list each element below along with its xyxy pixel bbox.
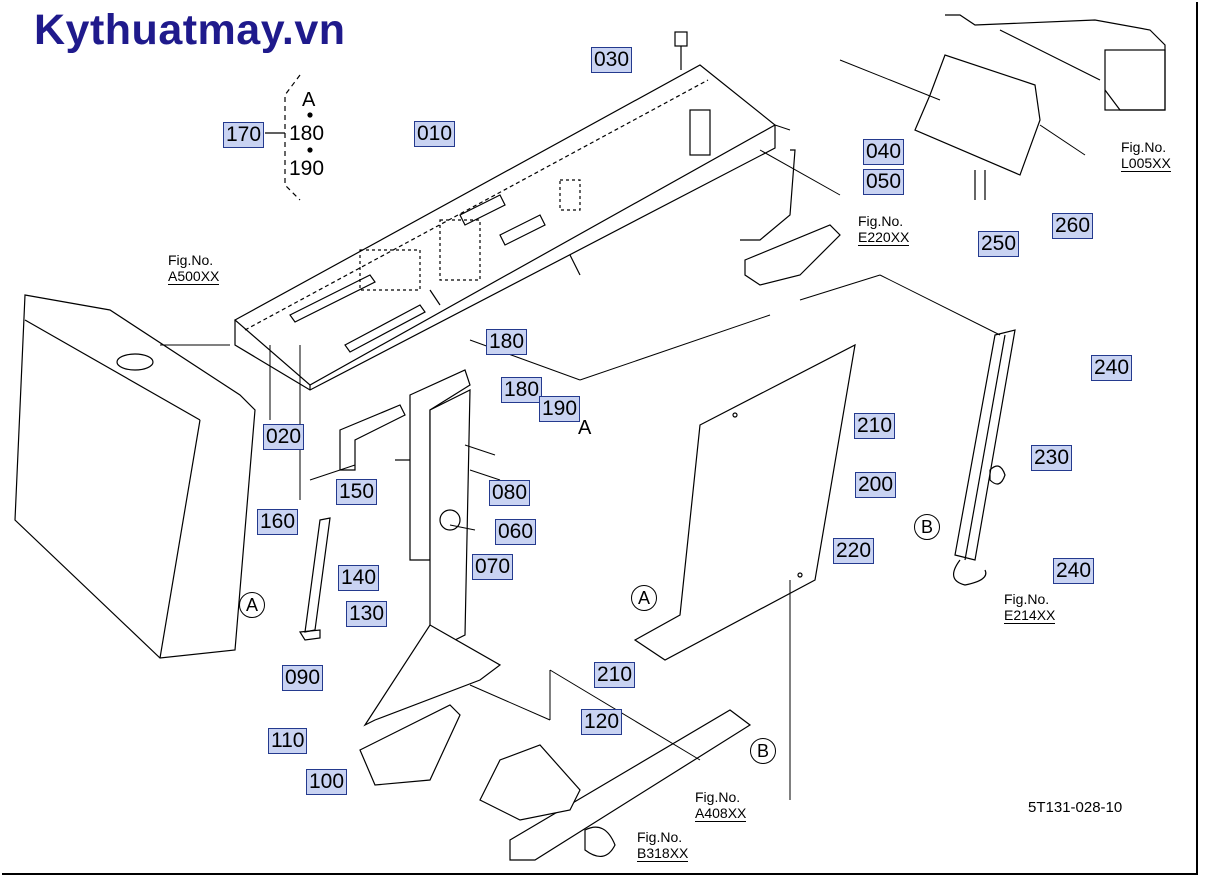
diagram-frame bbox=[2, 2, 1198, 875]
connector-a-panel: A bbox=[631, 585, 657, 611]
lever-assembly bbox=[740, 149, 841, 286]
part-callout-100[interactable]: 100 bbox=[306, 769, 348, 795]
cover-panel-200 bbox=[633, 343, 856, 661]
part-callout-090[interactable]: 090 bbox=[282, 665, 324, 691]
left-console bbox=[14, 294, 256, 659]
part-callout-250[interactable]: 250 bbox=[978, 231, 1020, 257]
site-watermark: Kythuatmay.vn bbox=[34, 6, 346, 54]
group-mark-a: A bbox=[302, 89, 316, 111]
part-callout-190[interactable]: 190 bbox=[539, 396, 581, 422]
part-callout-130[interactable]: 130 bbox=[346, 601, 388, 627]
upright-frame bbox=[298, 369, 502, 727]
part-callout-210-upper[interactable]: 210 bbox=[854, 413, 896, 439]
connector-b-frame: B bbox=[750, 738, 776, 764]
part-callout-180-lower[interactable]: 180 bbox=[501, 377, 543, 403]
part-callout-230[interactable]: 230 bbox=[1031, 445, 1073, 471]
fig-ref-e214-code: E214XX bbox=[1004, 607, 1056, 624]
part-callout-120[interactable]: 120 bbox=[581, 709, 623, 735]
fig-ref-e220-prefix: Fig.No. bbox=[858, 213, 904, 229]
fig-ref-a408[interactable]: Fig.No. A408XX bbox=[695, 789, 747, 822]
part-callout-210-lower[interactable]: 210 bbox=[594, 662, 636, 688]
lower-frame bbox=[479, 709, 752, 861]
bracket-250 bbox=[914, 54, 1041, 200]
part-callout-180-upper[interactable]: 180 bbox=[486, 329, 528, 355]
part-callout-110[interactable]: 110 bbox=[268, 728, 308, 754]
fig-ref-b318-prefix: Fig.No. bbox=[637, 829, 683, 845]
part-callout-150[interactable]: 150 bbox=[336, 479, 378, 505]
connector-a-console: A bbox=[239, 592, 265, 618]
fig-ref-a408-code: A408XX bbox=[695, 805, 747, 822]
drawing-id: 5T131-028-10 bbox=[1028, 799, 1123, 816]
part-callout-240-lower[interactable]: 240 bbox=[1053, 558, 1095, 584]
fig-ref-l005-prefix: Fig.No. bbox=[1121, 139, 1167, 155]
connector-a-switch: A bbox=[578, 417, 592, 439]
fig-ref-a500[interactable]: Fig.No. A500XX bbox=[168, 252, 220, 285]
fig-ref-e214-prefix: Fig.No. bbox=[1004, 591, 1050, 607]
fig-ref-e220-code: E220XX bbox=[858, 229, 910, 246]
part-callout-030[interactable]: 030 bbox=[591, 47, 633, 73]
connector-b-rail: B bbox=[914, 514, 940, 540]
group-mark-180: 180 bbox=[289, 122, 325, 145]
part-callout-140[interactable]: 140 bbox=[338, 565, 380, 591]
group-mark-190: 190 bbox=[289, 157, 325, 180]
fig-ref-e220[interactable]: Fig.No. E220XX bbox=[858, 213, 910, 246]
part-callout-200[interactable]: 200 bbox=[855, 472, 897, 498]
part-callout-050[interactable]: 050 bbox=[863, 169, 905, 195]
part-callout-240-upper[interactable]: 240 bbox=[1091, 355, 1133, 381]
fig-ref-l005-code: L005XX bbox=[1121, 155, 1171, 172]
group-bracket-170 bbox=[284, 74, 301, 201]
fig-ref-l005[interactable]: Fig.No. L005XX bbox=[1121, 139, 1171, 172]
fig-ref-b318-code: B318XX bbox=[637, 845, 689, 862]
fig-ref-e214[interactable]: Fig.No. E214XX bbox=[1004, 591, 1056, 624]
rail-230 bbox=[953, 329, 1016, 586]
part-callout-160[interactable]: 160 bbox=[257, 509, 299, 535]
bolt-030 bbox=[674, 31, 688, 70]
part-callout-260[interactable]: 260 bbox=[1052, 213, 1094, 239]
part-callout-080[interactable]: 080 bbox=[489, 480, 531, 506]
fig-ref-a408-prefix: Fig.No. bbox=[695, 789, 741, 805]
part-callout-040[interactable]: 040 bbox=[863, 139, 905, 165]
part-callout-060[interactable]: 060 bbox=[495, 519, 537, 545]
fig-ref-b318[interactable]: Fig.No. B318XX bbox=[637, 829, 689, 862]
part-callout-020[interactable]: 020 bbox=[263, 424, 305, 450]
plate-100 bbox=[359, 704, 461, 786]
part-callout-170[interactable]: 170 bbox=[223, 122, 265, 148]
part-callout-010[interactable]: 010 bbox=[414, 121, 456, 147]
part-callout-220[interactable]: 220 bbox=[833, 538, 875, 564]
fig-ref-a500-prefix: Fig.No. bbox=[168, 252, 214, 268]
fig-ref-a500-code: A500XX bbox=[168, 268, 220, 285]
part-callout-070[interactable]: 070 bbox=[472, 554, 514, 580]
upper-assembly bbox=[945, 14, 1166, 111]
